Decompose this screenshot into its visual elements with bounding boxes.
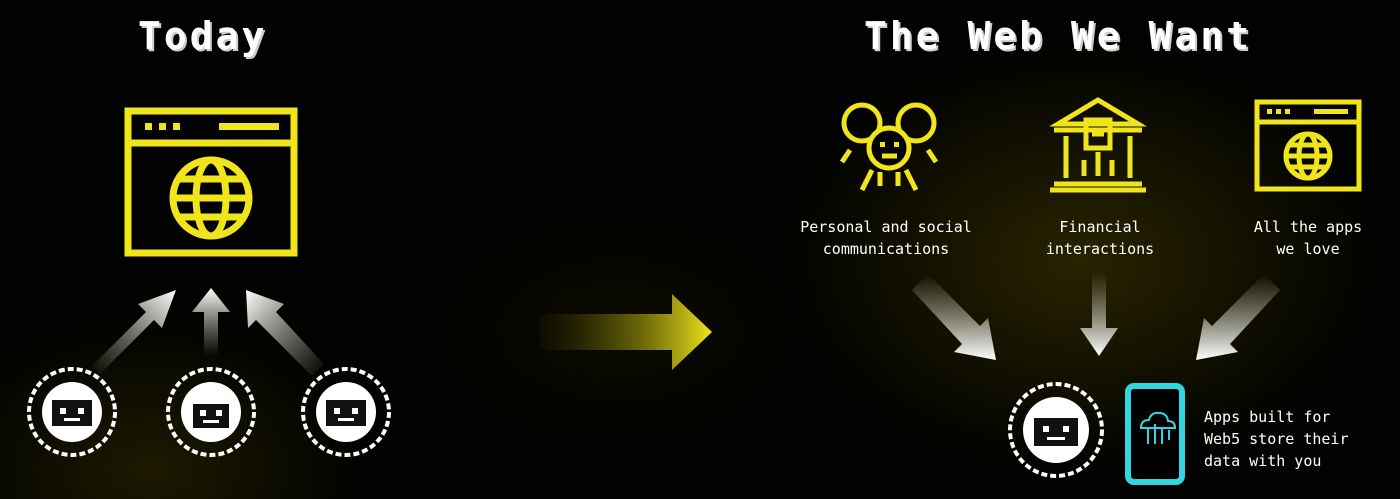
financial-line1: Financial [1059,218,1141,236]
user-avatar-web5 [1008,382,1104,478]
apps-we-love-label: All the apps we love [1240,216,1376,260]
web5-caption-line3: data with you [1204,452,1322,470]
transition-arrow-icon [540,294,712,370]
financial-label: Financial interactions [1030,216,1170,260]
phone-cloud-icon [1125,383,1185,485]
today-title: Today [138,14,268,58]
arrow-up-left-icon [92,290,176,374]
arrow-down-left-icon [1196,274,1280,360]
web5-caption-line1: Apps built for [1204,408,1331,426]
browser-globe-icon [124,107,298,257]
arrow-down-center-icon [1080,272,1118,356]
arrow-up-right-icon [246,290,324,376]
personal-social-label: Personal and social communications [786,216,986,260]
bank-icon [1048,97,1148,193]
user-avatar-2 [166,367,256,457]
apps-we-love-line2: we love [1276,240,1340,258]
web-we-want-title: The Web We Want [864,14,1253,58]
personal-social-line1: Personal and social [800,218,972,236]
people-icon [839,102,939,192]
apps-browser-icon [1254,99,1362,192]
apps-we-love-line1: All the apps [1253,218,1363,236]
browser-toolbar-dots [145,123,279,130]
personal-social-line2: communications [822,240,950,258]
web5-caption: Apps built for Web5 store their data wit… [1204,406,1384,472]
user-avatar-1 [27,367,117,457]
apps-browser-toolbar-dots [1267,109,1348,114]
financial-line2: interactions [1045,240,1155,258]
arrow-down-right-icon [912,274,996,360]
user-avatar-3 [301,367,391,457]
web5-caption-line2: Web5 store their [1204,430,1349,448]
arrow-up-center-icon [192,288,230,356]
